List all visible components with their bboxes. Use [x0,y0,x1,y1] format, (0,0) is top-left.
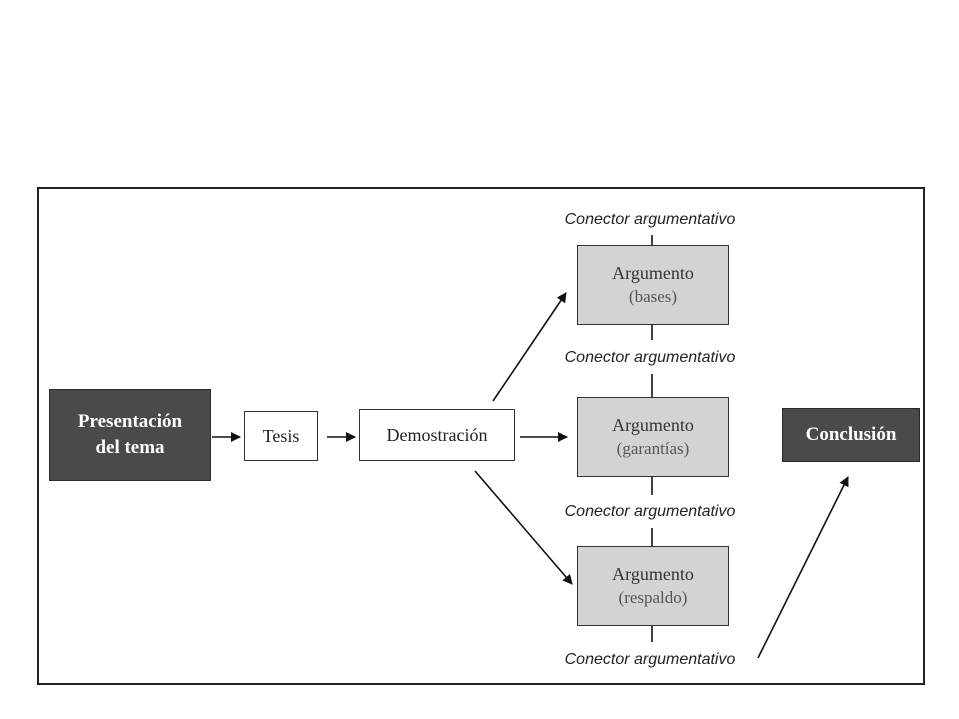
node-argumento-garantias: Argumento (garantías) [577,397,729,477]
node-argumento-garantias-sub: (garantías) [616,438,690,458]
node-presentacion-del-tema: Presentación del tema [49,389,211,481]
connector-label-1: Conector argumentativo [564,211,736,228]
connector-label-3: Conector argumentativo [564,503,736,520]
node-argumento-bases-sub: (bases) [628,286,678,306]
node-argumento-respaldo: Argumento (respaldo) [577,546,729,626]
node-demostracion-label: Demostración [386,424,488,445]
node-presentacion-line2: del tema [95,437,165,458]
node-presentacion-line1: Presentación [77,411,183,433]
node-tesis-label: Tesis [262,425,300,446]
diagram-frame [37,187,925,685]
node-tesis: Tesis [244,411,318,461]
node-argumento-respaldo-sub: (respaldo) [618,587,688,607]
node-conclusion-label: Conclusión [805,424,897,446]
node-argumento-garantias-title: Argumento [612,415,694,436]
arrow-demostracion-bases [492,292,567,402]
arrow-demostracion-respaldo [474,470,573,585]
node-demostracion: Demostración [359,409,515,461]
arrow-conector-conclusion [757,476,849,659]
node-argumento-bases-title: Argumento [612,263,694,284]
node-argumento-respaldo-title: Argumento [612,564,694,585]
node-argumento-bases: Argumento (bases) [577,245,729,325]
node-conclusion: Conclusión [782,408,920,462]
connector-label-4: Conector argumentativo [564,651,736,668]
connector-label-2: Conector argumentativo [564,349,736,366]
